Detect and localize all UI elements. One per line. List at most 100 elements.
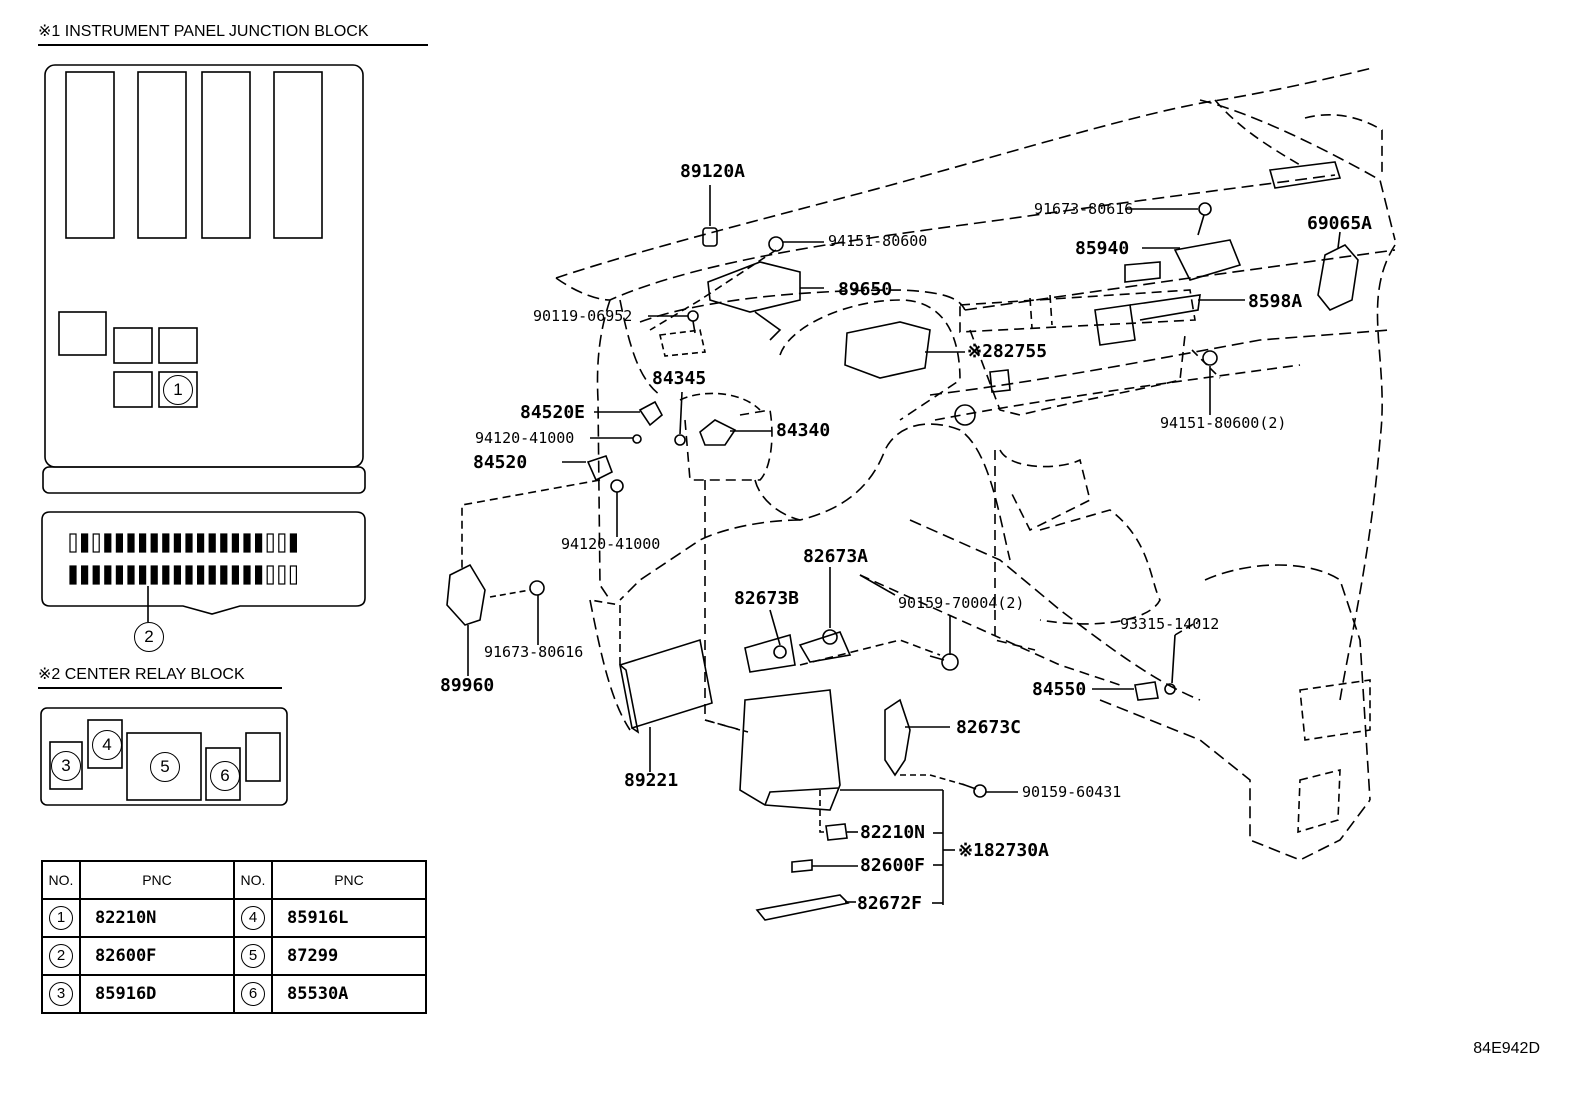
- connector-pin: [255, 533, 263, 553]
- header-no-1: NO.: [41, 860, 81, 900]
- connector-pin: [150, 533, 158, 553]
- part-label-94120-41000-b: 94120-41000: [561, 535, 661, 553]
- part-label-82210N: 82210N: [860, 822, 926, 843]
- connector-pin: [80, 565, 89, 585]
- connector-pin: [104, 533, 112, 553]
- callout-6: 6: [210, 761, 240, 791]
- header-pnc-1: PNC: [79, 860, 235, 900]
- connector-pin: [266, 565, 274, 585]
- part-label-93315-14012: 93315-14012: [1120, 615, 1220, 633]
- connector-pin: [243, 533, 251, 553]
- connector-pin: [80, 533, 89, 553]
- figure-code: 84E942D: [1473, 1040, 1540, 1057]
- row-pnc: 85530A: [271, 974, 427, 1014]
- part-label-82673B: 82673B: [734, 588, 800, 609]
- connector-pin: [173, 565, 181, 585]
- row-pnc: 85916D: [79, 974, 235, 1014]
- connector-pin: [208, 533, 216, 553]
- connector-pin: [220, 533, 228, 553]
- connector-pin: [127, 565, 135, 585]
- connector-pin: [92, 565, 100, 585]
- part-label-82755: ※282755: [967, 341, 1048, 362]
- part-label-94120-41000-a: 94120-41000: [475, 429, 575, 447]
- callout-3: 3: [51, 751, 81, 781]
- row-no: 4: [241, 906, 265, 930]
- connector-pin: [243, 565, 251, 585]
- connector-pin: [92, 533, 100, 553]
- part-label-94151-80600: 94151-80600: [828, 232, 928, 250]
- part-label-69065A: 69065A: [1307, 213, 1373, 234]
- part-label-90119-06952: 90119-06952: [533, 307, 633, 325]
- header-no-2: NO.: [233, 860, 273, 900]
- connector-pin: [162, 565, 170, 585]
- part-label-82672F: 82672F: [857, 893, 923, 914]
- connector-pin: [150, 565, 158, 585]
- part-label-91673-80616-a: 91673-80616: [484, 643, 584, 661]
- table-row: 1 82210N 4 85916L: [41, 898, 427, 938]
- connector-pin: [278, 533, 286, 553]
- part-label-91673-80616-b: 91673-80616: [1034, 200, 1134, 218]
- connector-pin: [289, 533, 297, 553]
- part-label-84340: 84340: [776, 420, 831, 441]
- callout-4: 4: [92, 730, 122, 760]
- connector-pin: [208, 565, 216, 585]
- connector-pin: [289, 565, 297, 585]
- junction-block-title: ※1 INSTRUMENT PANEL JUNCTION BLOCK: [38, 23, 369, 40]
- row-no: 3: [49, 982, 73, 1006]
- table-header-row: NO. PNC NO. PNC: [41, 860, 427, 900]
- part-label-84345: 84345: [652, 368, 707, 389]
- connector-pin: [104, 565, 112, 585]
- table-row: 3 85916D 6 85530A: [41, 974, 427, 1014]
- row-pnc: 82210N: [79, 898, 235, 938]
- row-pnc: 87299: [271, 936, 427, 976]
- connector-pin: [115, 565, 124, 585]
- row-no: 2: [49, 944, 73, 968]
- part-label-89650: 89650: [838, 279, 893, 300]
- row-no: 5: [241, 944, 265, 968]
- part-label-89221: 89221: [624, 770, 679, 791]
- relay-block-title: ※2 CENTER RELAY BLOCK: [38, 666, 245, 683]
- part-label-82730A: ※182730A: [958, 840, 1049, 861]
- part-label-90159-70004: 90159-70004(2): [898, 594, 1025, 612]
- pnc-table: NO. PNC NO. PNC 1 82210N 4 85916L 2 8260…: [41, 860, 427, 1014]
- connector-pin: [197, 565, 205, 585]
- part-label-82673C: 82673C: [956, 717, 1022, 738]
- part-label-84520E: 84520E: [520, 402, 586, 423]
- connector-pin: [162, 533, 170, 553]
- table-row: 2 82600F 5 87299: [41, 936, 427, 976]
- header-pnc-2: PNC: [271, 860, 427, 900]
- part-label-85940: 85940: [1075, 238, 1130, 259]
- connector-pin: [220, 565, 228, 585]
- callout-2: 2: [134, 622, 164, 652]
- connector-pin: [173, 533, 181, 553]
- part-label-8598A: 8598A: [1248, 291, 1303, 312]
- connector-pin: [255, 565, 263, 585]
- row-no: 1: [49, 906, 73, 930]
- connector-pin: [139, 533, 147, 553]
- part-label-94151-80600-2: 94151-80600(2): [1160, 414, 1287, 432]
- part-label-90159-60431: 90159-60431: [1022, 783, 1122, 801]
- part-label-82673A: 82673A: [803, 546, 869, 567]
- part-label-84520: 84520: [473, 452, 528, 473]
- connector-pin: [69, 565, 77, 585]
- part-label-89120A: 89120A: [680, 161, 746, 182]
- part-label-89960: 89960: [440, 675, 495, 696]
- row-no: 6: [241, 982, 265, 1006]
- connector-pin: [278, 565, 286, 585]
- row-pnc: 85916L: [271, 898, 427, 938]
- row-pnc: 82600F: [79, 936, 235, 976]
- part-label-82600F: 82600F: [860, 855, 926, 876]
- connector-pin: [185, 533, 193, 553]
- connector-pin: [139, 565, 147, 585]
- connector-pin: [69, 533, 77, 553]
- part-label-84550: 84550: [1032, 679, 1087, 700]
- connector-pin: [185, 565, 193, 585]
- callout-1: 1: [163, 375, 193, 405]
- connector-pin: [197, 533, 205, 553]
- connector-pin: [127, 533, 135, 553]
- connector-pin: [231, 533, 239, 553]
- connector-pin: [115, 533, 124, 553]
- callout-5: 5: [150, 752, 180, 782]
- connector-pin: [266, 533, 274, 553]
